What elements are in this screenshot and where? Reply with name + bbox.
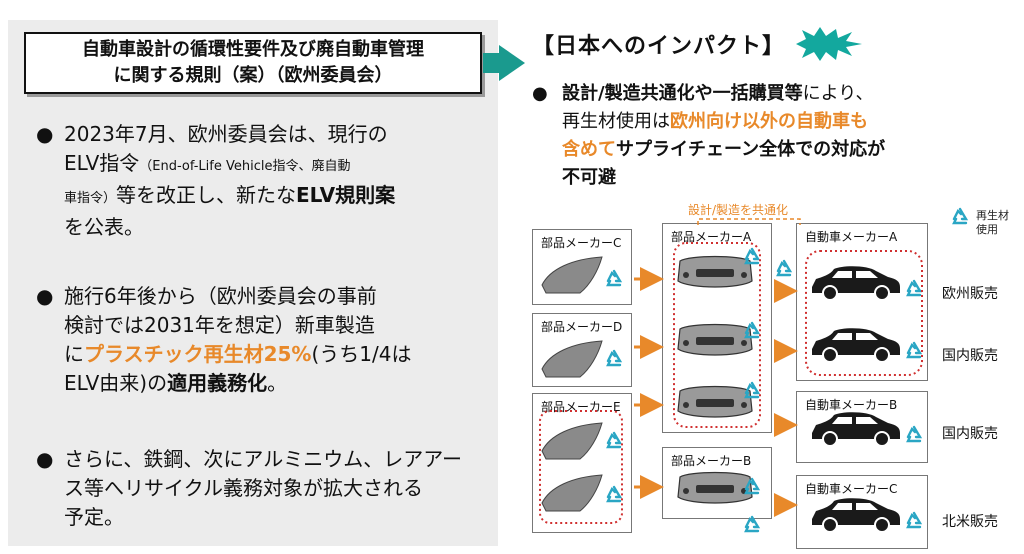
title-line-2: に関する規則（案）（欧州委員会） <box>113 65 393 86</box>
recycle-icon <box>906 341 922 359</box>
bullet-dot: ● <box>532 83 548 104</box>
connector-arrow-icon <box>483 45 525 81</box>
recycle-icon <box>744 515 760 533</box>
text: 施行6年後から（欧州委員会の事前 <box>64 284 377 308</box>
market-domestic-a: 国内販売 <box>942 348 998 364</box>
card-label: 部品メーカーA <box>671 230 752 244</box>
text: プラスチック再生材25% <box>84 342 312 366</box>
text: 再生材使用は <box>562 111 670 132</box>
diagram-graphics <box>539 207 968 533</box>
car-icon <box>811 327 901 363</box>
market-europe: 欧州販売 <box>942 286 998 302</box>
title-line-1: 自動車設計の循環性要件及び廃自動車管理 <box>82 39 424 60</box>
text: ス等へリサイクル義務対象が拡大される <box>64 476 423 500</box>
dotted-highlight <box>539 410 623 524</box>
regulation-title-box: 自動車設計の循環性要件及び廃自動車管理 に関する規則（案）（欧州委員会） <box>24 32 482 94</box>
body-panel-icon <box>541 474 603 512</box>
common-design-bracket <box>697 218 801 225</box>
text: さらに、鉄鋼、次にアルミニウム、レアアー <box>64 447 462 471</box>
text: (うち1/4は <box>311 342 412 366</box>
left-panel: 自動車設計の循環性要件及び廃自動車管理 に関する規則（案）（欧州委員会） ● 2… <box>8 20 498 546</box>
bullet-dot: ● <box>36 122 54 146</box>
text: 予定。 <box>64 505 124 529</box>
burst-icon <box>796 27 862 61</box>
recycle-icon <box>606 349 622 367</box>
recycle-icon <box>606 269 622 287</box>
text: により、 <box>802 83 874 104</box>
text: 適用義務化 <box>167 371 268 395</box>
supply-chain-diagram: 設計/製造を共通化 再生材 使用 部品メーカーC 部品メーカーD 部品メーカーE… <box>530 195 1024 554</box>
card-label: 部品メーカーD <box>541 320 623 334</box>
text: 欧州向け以外の自動車も <box>670 111 868 132</box>
text: 設計/製造共通化や一括購買等 <box>562 83 803 104</box>
common-design-label: 設計/製造を共通化 <box>688 203 789 217</box>
recycle-icon <box>606 485 622 503</box>
card-label: 部品メーカーC <box>541 236 622 250</box>
recycle-icon <box>776 259 792 277</box>
car-icon <box>811 497 901 533</box>
body-panel-icon <box>541 256 603 294</box>
text: （End-of-Life Vehicle指令、廃自動 <box>139 159 351 174</box>
recycle-icon <box>952 207 968 225</box>
recycle-icon <box>744 381 760 399</box>
recycle-icon <box>906 425 922 443</box>
text: 不可避 <box>562 167 616 188</box>
text: 等を改正し、新たな <box>116 183 297 207</box>
body-panel-icon <box>541 340 603 378</box>
bumper-icon <box>677 385 753 418</box>
text: サプライチェーン全体での対応が <box>616 139 886 160</box>
car-icon <box>811 411 901 447</box>
body-panel-icon <box>541 422 603 460</box>
text: ELV規則案 <box>296 183 396 207</box>
recycle-icon <box>744 321 760 339</box>
dotted-highlight <box>673 242 761 428</box>
market-north-america: 北米販売 <box>942 514 998 530</box>
card-label: 自動車メーカーA <box>805 230 898 244</box>
recycle-icon <box>606 431 622 449</box>
card-label: 部品メーカーB <box>671 454 752 468</box>
card-label: 自動車メーカーB <box>805 398 898 412</box>
impact-title: 【日本へのインパクト】 <box>532 34 786 59</box>
text: に <box>64 342 84 366</box>
market-domestic-b: 国内販売 <box>942 426 998 442</box>
text: 。 <box>267 371 288 395</box>
text: 含めて <box>562 139 616 160</box>
text: 再生材 <box>976 209 1009 222</box>
text: ELV由来)の <box>64 371 168 395</box>
bullet-dot: ● <box>36 284 54 308</box>
text: 検討では2031年を想定）新車製造 <box>64 313 375 337</box>
legend-label: 再生材 使用 <box>976 209 1009 237</box>
bumper-icon <box>677 323 753 356</box>
bumper-icon <box>677 471 753 504</box>
text: 使用 <box>976 223 998 236</box>
card-label: 自動車メーカーC <box>805 482 898 496</box>
dotted-highlight <box>805 250 923 376</box>
text: 車指令） <box>64 191 117 206</box>
text: を公表。 <box>64 215 144 239</box>
bullet-dot: ● <box>36 447 54 471</box>
bumper-icon <box>677 255 753 288</box>
text: ELV指令 <box>64 151 140 175</box>
text: 2023年7月、欧州委員会は、現行の <box>64 122 388 146</box>
recycle-icon <box>744 247 760 265</box>
recycle-icon <box>906 511 922 529</box>
recycle-icon <box>906 279 922 297</box>
car-icon <box>811 265 901 301</box>
